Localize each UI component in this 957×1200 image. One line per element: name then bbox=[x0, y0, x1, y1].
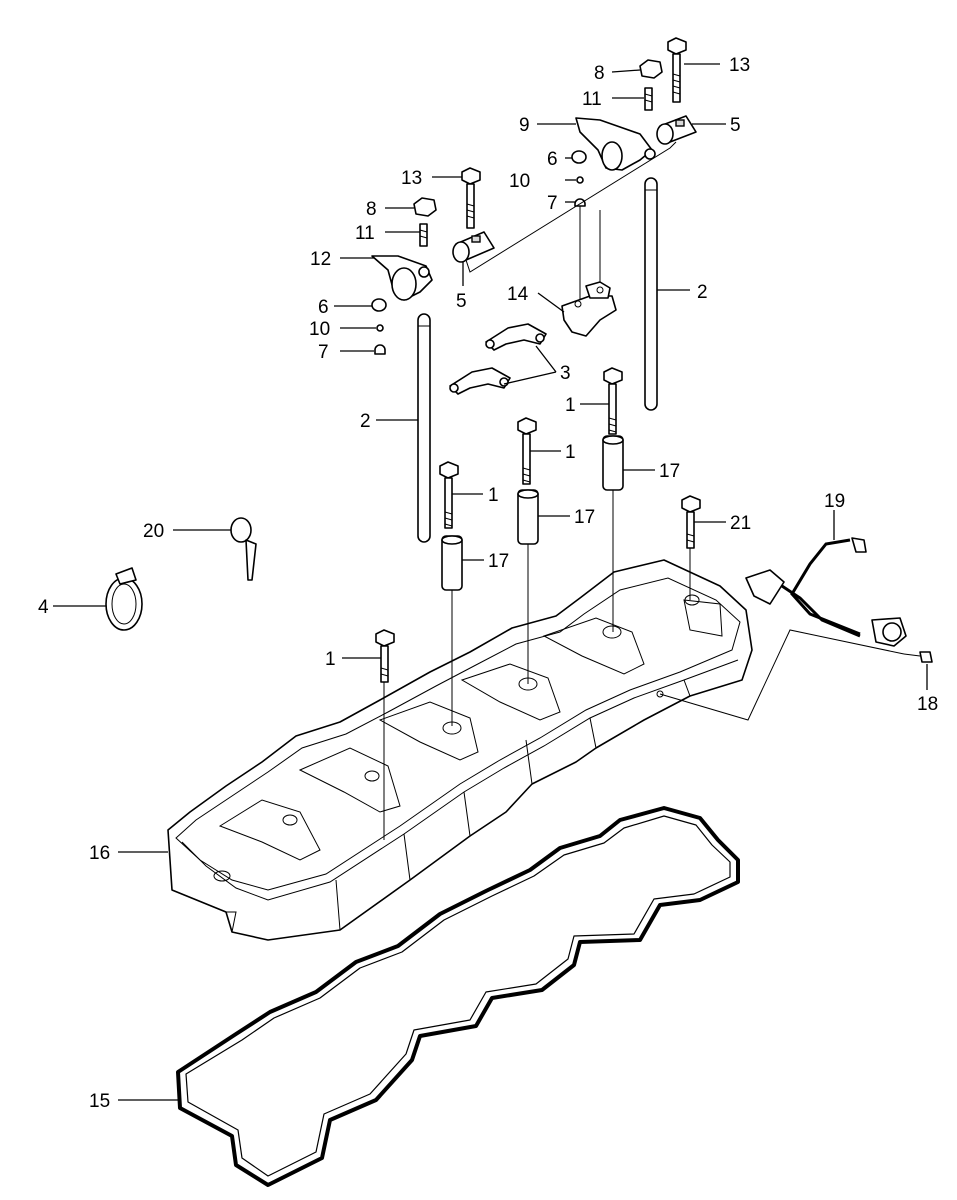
bridge-plate-3-upper bbox=[485, 323, 547, 351]
nut-8-mid bbox=[413, 197, 437, 217]
rocker-arm-12 bbox=[371, 255, 433, 301]
callout-1: 1 bbox=[565, 442, 576, 463]
callout-4: 4 bbox=[38, 597, 49, 618]
callout-17: 17 bbox=[659, 461, 680, 482]
callout-7: 7 bbox=[318, 342, 329, 363]
valve-cover-gasket bbox=[176, 806, 740, 1187]
bolt-1-d bbox=[375, 629, 395, 683]
sleeve-17-c bbox=[441, 535, 463, 591]
nut-8-top bbox=[639, 59, 663, 79]
callout-9: 9 bbox=[519, 115, 530, 136]
callout-1: 1 bbox=[325, 649, 336, 670]
adjusting-screw-11-top bbox=[644, 87, 653, 111]
bolt-1-a bbox=[603, 367, 623, 435]
locknut-6-mid bbox=[371, 298, 387, 312]
cap-7-top bbox=[574, 198, 586, 207]
valve-cover bbox=[167, 559, 753, 941]
callout-21: 21 bbox=[730, 513, 751, 534]
locknut-6-top bbox=[571, 150, 587, 164]
callout-17: 17 bbox=[574, 507, 595, 528]
cable-tie-20 bbox=[230, 517, 257, 581]
ball-10-mid bbox=[376, 324, 384, 332]
bolt-13-top bbox=[667, 37, 687, 103]
bolt-21 bbox=[681, 495, 701, 549]
callout-labels: 13 8 11 9 5 6 10 7 13 8 11 12 5 6 10 7 1… bbox=[38, 55, 938, 1112]
sleeve-17-a bbox=[602, 435, 624, 491]
callout-5: 5 bbox=[456, 291, 467, 312]
hose-clamp-4 bbox=[105, 567, 143, 631]
callout-13: 13 bbox=[729, 55, 750, 76]
callout-1: 1 bbox=[488, 485, 499, 506]
callout-8: 8 bbox=[366, 199, 377, 220]
bolt-1-b bbox=[517, 417, 537, 485]
bracket-14 bbox=[561, 281, 617, 337]
callout-12: 12 bbox=[310, 249, 331, 270]
callout-15: 15 bbox=[89, 1091, 110, 1112]
pushrod-left bbox=[417, 313, 431, 543]
wire-harness-19 bbox=[745, 537, 907, 647]
leader-lines bbox=[53, 63, 928, 1101]
rocker-pivot-mid bbox=[452, 231, 495, 263]
callout-2: 2 bbox=[360, 411, 371, 432]
callout-7: 7 bbox=[547, 193, 558, 214]
callout-10: 10 bbox=[509, 171, 530, 192]
callout-14: 14 bbox=[507, 284, 529, 305]
bolt-1-c bbox=[439, 461, 459, 529]
callout-2: 2 bbox=[697, 282, 708, 303]
bolt-13-mid bbox=[461, 167, 481, 229]
callout-16: 16 bbox=[89, 843, 110, 864]
ball-10-top bbox=[576, 176, 584, 184]
bridge-plate-3-lower bbox=[449, 367, 511, 395]
callout-11: 11 bbox=[355, 223, 375, 244]
callout-13: 13 bbox=[401, 168, 422, 189]
callout-6: 6 bbox=[547, 149, 558, 170]
callout-8: 8 bbox=[594, 63, 605, 84]
callout-3: 3 bbox=[560, 363, 571, 384]
screw-18 bbox=[903, 651, 933, 663]
callout-10: 10 bbox=[309, 319, 330, 340]
callout-6: 6 bbox=[318, 297, 329, 318]
callout-11: 11 bbox=[582, 89, 602, 110]
pushrod-right bbox=[644, 177, 658, 411]
adjusting-screw-11-mid bbox=[419, 223, 428, 247]
callout-18: 18 bbox=[917, 694, 938, 715]
callout-5: 5 bbox=[730, 115, 741, 136]
cap-7-mid bbox=[374, 344, 386, 355]
rocker-pivot-top bbox=[656, 115, 697, 145]
callout-1: 1 bbox=[565, 395, 576, 416]
rocker-arm-9 bbox=[575, 117, 656, 171]
callout-17: 17 bbox=[488, 551, 509, 572]
callout-20: 20 bbox=[143, 521, 164, 542]
sleeve-17-b bbox=[517, 489, 539, 545]
callout-19: 19 bbox=[824, 491, 845, 512]
